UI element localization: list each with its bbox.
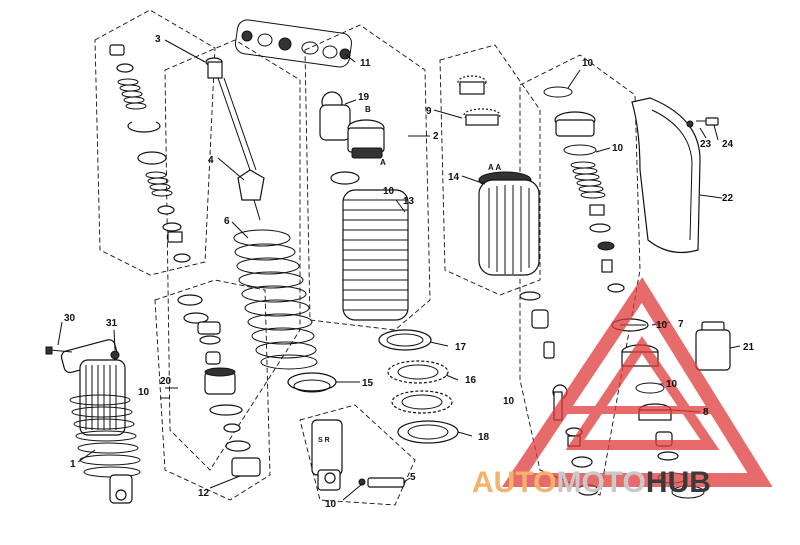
callout-10-top-right: 10 bbox=[582, 58, 594, 69]
callout-10-kit8: 10 bbox=[666, 379, 678, 390]
part-23-24-fasteners bbox=[696, 117, 719, 126]
column-3-parts bbox=[109, 44, 191, 263]
part-15-collar bbox=[287, 372, 337, 393]
callout-10-lower: 10 bbox=[503, 396, 515, 407]
callout-4: 4 bbox=[208, 155, 214, 166]
callout-12: 12 bbox=[198, 488, 210, 499]
watermark-text: AUTOMOTOHUB bbox=[472, 466, 711, 499]
part-1-shock-assembly bbox=[60, 339, 141, 504]
callout-23: 23 bbox=[700, 139, 712, 150]
callout-21: 21 bbox=[743, 342, 755, 353]
callout-10-kit7: 10 bbox=[656, 320, 668, 331]
callout-14: 14 bbox=[448, 172, 460, 183]
callout-31: 31 bbox=[106, 318, 118, 329]
callout-15: 15 bbox=[362, 378, 374, 389]
group-box-4-6 bbox=[164, 39, 301, 471]
part-14-reservoir bbox=[478, 171, 540, 276]
part-17-ring bbox=[378, 329, 432, 351]
leader-lines bbox=[57, 39, 741, 501]
callout-5: 5 bbox=[410, 472, 416, 483]
right-column-parts bbox=[543, 86, 625, 293]
callout-22: 22 bbox=[722, 193, 734, 204]
callout-10-cylinder: 10 bbox=[383, 186, 395, 197]
watermark-moto: MOTO bbox=[556, 466, 645, 499]
callout-10-left: 10 bbox=[138, 387, 150, 398]
callout-3: 3 bbox=[155, 34, 161, 45]
callout-10-right-mid: 10 bbox=[612, 143, 624, 154]
callout-6: 6 bbox=[224, 216, 230, 227]
group-box-2 bbox=[304, 24, 431, 331]
callout-20: 20 bbox=[160, 376, 172, 387]
callout-19: 19 bbox=[358, 92, 370, 103]
callout-2: 2 bbox=[433, 131, 439, 142]
callout-16: 16 bbox=[465, 375, 477, 386]
part-11-seal-set bbox=[234, 19, 352, 68]
part-31-nut bbox=[110, 350, 120, 360]
part-9-adjuster bbox=[457, 75, 501, 126]
group-box-3 bbox=[94, 9, 216, 276]
callout-13: 13 bbox=[403, 196, 415, 207]
part-bottom-clevis bbox=[311, 419, 343, 491]
part-22-mud-guard bbox=[631, 97, 701, 253]
mark-aa: A A bbox=[488, 163, 501, 172]
part-21-oil-bottle bbox=[695, 321, 731, 371]
callout-7: 7 bbox=[678, 319, 684, 330]
group-box-12 bbox=[154, 279, 271, 501]
column-12-parts bbox=[177, 294, 261, 477]
part-6-spring bbox=[233, 229, 318, 370]
watermark-auto: AUTO bbox=[472, 466, 556, 499]
group-box-9 bbox=[439, 44, 541, 296]
part-13-cylinder bbox=[330, 171, 409, 321]
callout-30: 30 bbox=[64, 313, 76, 324]
mark-b: B bbox=[365, 105, 371, 114]
mark-sr: S R bbox=[318, 437, 330, 444]
watermark-triangle bbox=[501, 277, 773, 487]
callout-10-bottom: 10 bbox=[325, 499, 337, 510]
part-30-bolt bbox=[45, 346, 73, 355]
callout-24: 24 bbox=[722, 139, 734, 150]
callout-18: 18 bbox=[478, 432, 490, 443]
part-19-top-mount bbox=[319, 91, 385, 159]
watermark-hub: HUB bbox=[646, 466, 711, 499]
callout-9: 9 bbox=[426, 106, 432, 117]
part-18-washer bbox=[397, 420, 459, 444]
mark-a: A bbox=[380, 158, 386, 167]
part-4-shaft bbox=[205, 57, 265, 221]
callout-8: 8 bbox=[703, 407, 709, 418]
callout-11: 11 bbox=[360, 58, 371, 69]
group-box-5 bbox=[299, 404, 416, 506]
part-16-nut-ring bbox=[387, 360, 453, 414]
callout-17: 17 bbox=[455, 342, 467, 353]
part-5-bolt bbox=[358, 477, 405, 488]
callout-1: 1 bbox=[70, 459, 76, 470]
